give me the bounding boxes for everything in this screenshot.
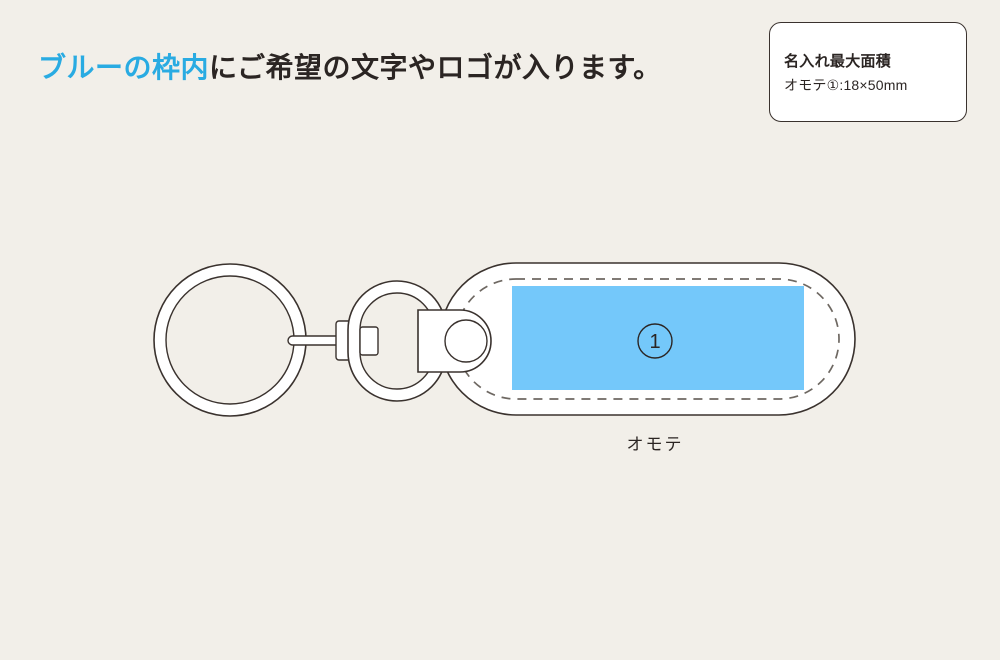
print-area-marker-circle xyxy=(637,323,673,359)
tag-stitching xyxy=(455,278,840,400)
info-box-detail: オモテ①:18×50mm xyxy=(784,77,908,93)
split-ring-inner xyxy=(165,275,295,405)
swivel-ring-inner xyxy=(359,292,435,390)
print-area-marker-label: 1 xyxy=(649,331,660,353)
headline-accent-text: ブルーの枠内 xyxy=(38,52,210,83)
front-side-caption-text: オモテ xyxy=(626,435,684,454)
print-area-info-box: 名入れ最大面積 オモテ①:18×50mm xyxy=(769,22,967,122)
tag-body xyxy=(439,262,856,416)
connector-block xyxy=(335,320,361,361)
page-headline: ブルーの枠内にご希望の文字やロゴが入ります。 xyxy=(38,46,662,86)
info-box-title: 名入れ最大面積 xyxy=(784,53,892,70)
swivel-stud xyxy=(359,326,379,356)
connector-rod xyxy=(287,335,351,346)
clasp-tab xyxy=(417,309,492,373)
front-side-caption: オモテ xyxy=(0,430,1000,455)
headline-rest-text: にご希望の文字やロゴが入ります。 xyxy=(209,52,662,83)
print-area xyxy=(512,286,804,390)
clasp-hole xyxy=(444,319,488,363)
split-ring-outer xyxy=(153,263,307,417)
swivel-ring-outer xyxy=(347,280,447,402)
